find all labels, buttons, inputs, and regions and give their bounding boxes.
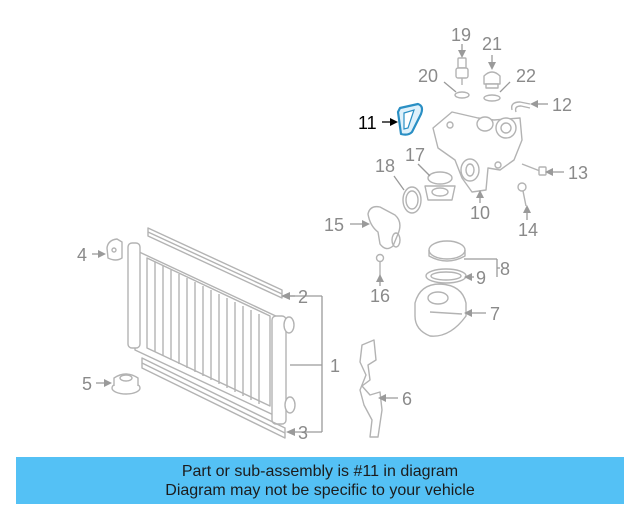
callout-6: 6 [402,389,412,409]
gasket-part-11 [396,102,424,136]
callout-16: 16 [370,286,390,306]
upper-seal-strip-part-2 [147,227,283,299]
callout-20: 20 [418,66,438,86]
callout-9: 9 [476,268,486,288]
o-ring-part-20 [454,91,470,99]
arrow-6 [378,394,386,402]
callout-labels: 1 2 3 4 5 6 7 8 9 10 11 12 13 14 15 16 1… [77,25,588,443]
tank-cap-part-8 [428,240,466,262]
bolt-part-13 [521,163,547,176]
arrow-heads [98,50,553,436]
o-ring-part-18 [402,186,422,214]
radiator-part-1 [127,242,296,425]
banner-line-disclaimer: Diagram may not be specific to your vehi… [165,481,475,499]
arrow-21 [488,62,496,70]
arrow-12 [530,100,538,108]
parts-diagram: 1 2 3 4 5 6 7 8 9 10 11 12 13 14 15 16 1… [77,25,588,443]
lower-seal-strip-part-3 [141,357,286,439]
coolant-flange-part-10 [432,111,523,193]
arrow-19 [458,50,466,58]
callout-7: 7 [490,304,500,324]
sensor-part-19 [455,57,469,85]
mount-part-4 [106,238,123,261]
clip-part-12 [510,101,531,113]
callout-3: 3 [298,423,308,443]
arrow-14 [523,205,531,213]
rubber-mount-part-5 [111,373,141,395]
banner-line-part-reference: Part or sub-assembly is #11 in diagram [181,462,459,480]
arrow-15 [362,220,370,228]
callout-14: 14 [518,220,538,240]
arrow-13 [545,168,553,176]
expansion-tank-part-7 [414,283,467,337]
arrow-16 [376,274,384,282]
arrow-5 [104,379,112,387]
plug-part-21 [483,71,501,89]
callout-19: 19 [451,25,471,45]
arrow-4 [98,250,106,258]
callout-22: 22 [516,66,536,86]
callout-10: 10 [470,203,490,223]
bracket-part-6 [359,339,383,438]
arrow-11 [390,118,398,126]
thermostat-part-17 [424,171,456,201]
arrow-2 [281,292,290,300]
arrow-3 [286,428,295,436]
arrow-10 [476,190,484,198]
callout-13: 13 [568,163,588,183]
hose-connector-part-15 [367,205,401,250]
o-ring-part-22 [483,94,501,102]
info-banner: Part or sub-assembly is #11 in diagram D… [16,457,624,504]
o-ring-part-9 [425,268,467,284]
callout-12: 12 [552,95,572,115]
callout-21: 21 [482,34,502,54]
arrow-7 [464,309,472,317]
callout-5: 5 [82,374,92,394]
callout-18: 18 [375,156,395,176]
callout-2: 2 [298,287,308,307]
callout-15: 15 [324,215,344,235]
callout-1: 1 [330,356,340,376]
callout-17: 17 [405,145,425,165]
callout-8: 8 [500,259,510,279]
bolt-part-14 [517,182,527,207]
callout-11: 11 [358,113,377,133]
arrow-9 [464,273,472,281]
bolt-part-16 [375,253,385,276]
callout-4: 4 [77,245,87,265]
